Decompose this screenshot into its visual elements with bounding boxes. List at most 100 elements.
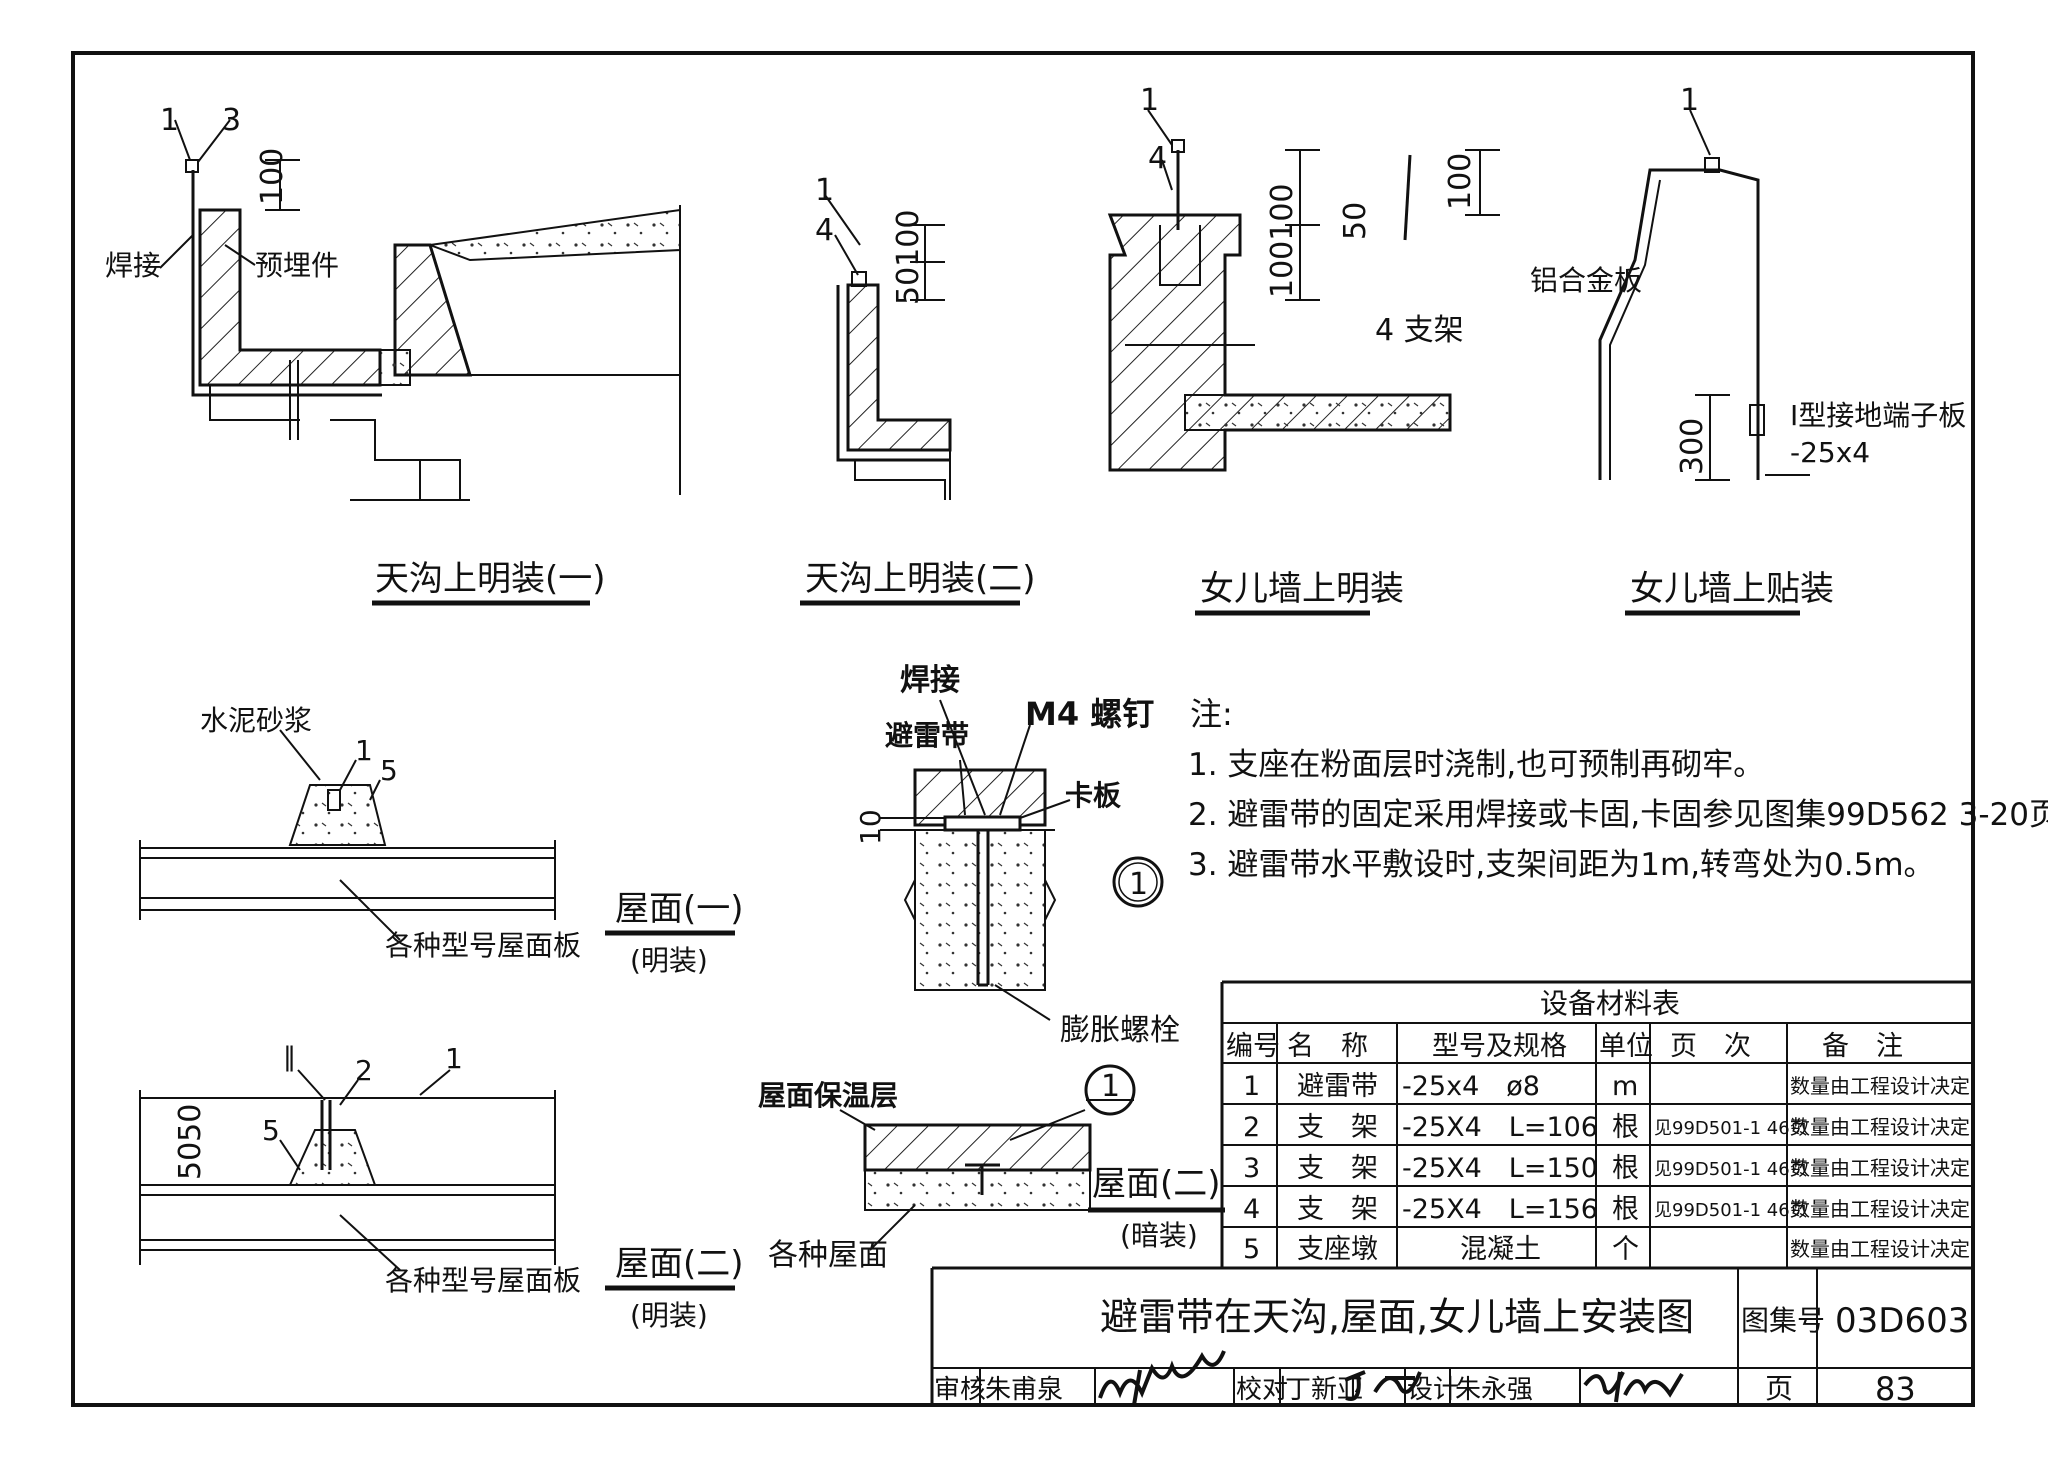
materials-title: 设备材料表 <box>1540 987 1680 1020</box>
table-row-5-name: 支座墩 <box>1297 1234 1378 1265</box>
table-row-4-spec: -25X4 L=156 <box>1402 1194 1598 1225</box>
parapet-open-title: 女儿墙上明装 <box>1200 569 1404 609</box>
gutter1-n3: 3 <box>222 103 241 138</box>
roof2-concealed-roof: 各种屋面 <box>768 1238 888 1273</box>
roof1-slab: 各种型号屋面板 <box>385 929 581 962</box>
roof2-concealed-mark: 1 <box>1101 1069 1120 1104</box>
table-row-2-remark: 数量由工程设计决定 <box>1790 1115 1970 1139</box>
table-row-5-remark: 数量由工程设计决定 <box>1790 1237 1970 1261</box>
detail-roof-1: 水泥砂浆 1 5 各种型号屋面板 屋面(一) (明装) <box>139 704 744 977</box>
designer-signature <box>1583 1371 1684 1403</box>
materials-table: 设备材料表 编号 名 称 型号及规格 单位 页 次 备 注 1 避雷带 -25x… <box>1220 980 1972 1268</box>
header-remark: 备 注 <box>1822 1031 1903 1062</box>
gutter2-dim: 50100 <box>891 210 926 305</box>
detail-gutter-2: 1 4 50100 天沟上明装(二) <box>800 173 1036 606</box>
page-label: 页 <box>1765 1372 1793 1405</box>
detail-parapet-open: 1 4 100100 50 100 4 支架 女儿墙上明装 <box>1107 83 1500 616</box>
parapet-flush-terminal-spec: -25x4 <box>1790 436 1870 469</box>
fixing-strip: 避雷带 <box>885 719 969 752</box>
table-row-3-no: 3 <box>1243 1153 1260 1184</box>
notes-heading: 注: <box>1190 695 1233 733</box>
roof2-open-title: 屋面(二) <box>615 1244 744 1284</box>
table-row-2-name: 支 架 <box>1297 1112 1378 1143</box>
note-2: 2. 避雷带的固定采用焊接或卡固,卡固参见图集99D562 3-20页。 <box>1188 797 2048 833</box>
parapet-open-bracket: 4 支架 <box>1375 313 1464 348</box>
table-row-1-remark: 数量由工程设计决定 <box>1790 1074 1970 1098</box>
roof2-open-subtitle: (明装) <box>630 1299 708 1332</box>
table-row-3-page: 见99D501-1 46页 <box>1654 1159 1808 1180</box>
gutter2-n1: 1 <box>815 173 834 208</box>
parapet-flush-panel: 铝合金板 <box>1530 264 1642 297</box>
parapet-open-n4: 4 <box>1148 141 1167 176</box>
parapet-open-n1: 1 <box>1140 83 1159 118</box>
table-row-4-name: 支 架 <box>1297 1194 1378 1225</box>
roof1-mortar: 水泥砂浆 <box>200 704 312 737</box>
page-no: 83 <box>1875 1370 1916 1408</box>
roof1-title: 屋面(一) <box>615 889 744 929</box>
detail-parapet-flush: 1 铝合金板 300 Ⅰ型接地端子板 -25x4 女儿墙上贴装 <box>1530 83 1966 616</box>
table-row-5-spec: 混凝土 <box>1460 1234 1541 1265</box>
table-row-4-remark: 数量由工程设计决定 <box>1790 1197 1970 1221</box>
detail-roof-2-concealed: 屋面保温层 各种屋面 1 屋面(二) (暗装) <box>758 1064 1225 1273</box>
table-row-5-unit: 个 <box>1612 1234 1639 1265</box>
table-row-2-page: 见99D501-1 46页 <box>1654 1118 1808 1139</box>
table-row-1-spec: -25x4 ø8 <box>1402 1071 1540 1102</box>
table-row-1-name: 避雷带 <box>1297 1071 1378 1102</box>
table-row-5-no: 5 <box>1243 1234 1260 1265</box>
table-row-1-unit: m <box>1612 1071 1638 1102</box>
header-spec: 型号及规格 <box>1432 1031 1567 1062</box>
detail-roof-2-open: ‖ 2 1 5 5050 各种型号屋面板 屋面(二) (明装) <box>139 1042 744 1332</box>
review-label: 审核 <box>934 1375 986 1405</box>
gutter1-weld: 焊接 <box>105 249 161 282</box>
table-row-3-spec: -25X4 L=150 <box>1402 1153 1598 1184</box>
roof2-concealed-title: 屋面(二) <box>1092 1164 1221 1204</box>
header-unit: 单位 <box>1599 1031 1653 1062</box>
gutter2-title: 天沟上明装(二) <box>805 559 1036 599</box>
table-row-1-no: 1 <box>1243 1071 1260 1102</box>
title-block: 避雷带在天沟,屋面,女儿墙上安装图 图集号 03D603 页 83 审核 朱甫泉… <box>930 1266 1972 1408</box>
fixing-weld: 焊接 <box>900 663 960 698</box>
parapet-flush-title: 女儿墙上贴装 <box>1630 569 1834 609</box>
gutter1-n1: 1 <box>160 103 179 138</box>
parapet-flush-dim: 300 <box>1675 418 1710 475</box>
roof2-open-slab: 各种型号屋面板 <box>385 1264 581 1297</box>
roof2-concealed-subtitle: (暗装) <box>1120 1219 1198 1252</box>
parapet-flush-terminal: Ⅰ型接地端子板 <box>1790 399 1966 432</box>
parapet-flush-n1: 1 <box>1680 83 1699 118</box>
drawing-title: 避雷带在天沟,屋面,女儿墙上安装图 <box>1100 1295 1694 1339</box>
table-row-3-name: 支 架 <box>1297 1153 1378 1184</box>
roof2-open-n5: 5 <box>262 1114 280 1147</box>
note-1: 1. 支座在粉面层时浇制,也可预制再砌牢。 <box>1188 747 1764 783</box>
table-row-4-no: 4 <box>1243 1194 1260 1225</box>
roof2-open-n1: 1 <box>445 1042 463 1075</box>
notes: 注: 1. 支座在粉面层时浇制,也可预制再砌牢。 2. 避雷带的固定采用焊接或卡… <box>1188 695 2048 883</box>
parapet-open-dim-b: 50 <box>1338 202 1373 240</box>
fixing-clip: 卡板 <box>1065 779 1121 812</box>
table-row-3-unit: 根 <box>1612 1153 1639 1184</box>
check-label: 校对 <box>1236 1375 1288 1405</box>
reviewer: 朱甫泉 <box>985 1375 1063 1405</box>
fixing-screw: M4 螺钉 <box>1025 695 1154 733</box>
atlas-label: 图集号 <box>1741 1304 1825 1337</box>
roof1-n5: 5 <box>380 754 398 787</box>
table-row-2-no: 2 <box>1243 1112 1260 1143</box>
table-row-2-unit: 根 <box>1612 1112 1639 1143</box>
fixing-bolt: 膨胀螺栓 <box>1060 1013 1180 1048</box>
roof1-n1: 1 <box>355 734 373 767</box>
table-row-3-remark: 数量由工程设计决定 <box>1790 1156 1970 1180</box>
header-page: 页 次 <box>1670 1031 1751 1062</box>
checker-signature <box>1344 1370 1422 1401</box>
detail-gutter-1: 1 3 100 焊接 预埋件 天沟上明装(一) <box>105 103 681 606</box>
table-row-4-page: 见99D501-1 46页 <box>1654 1200 1808 1221</box>
parapet-open-dim-a: 100100 <box>1265 183 1300 298</box>
gutter1-title: 天沟上明装(一) <box>375 559 606 599</box>
table-row-2-spec: -25X4 L=106 <box>1402 1112 1598 1143</box>
roof2-concealed-insulation: 屋面保温层 <box>758 1079 898 1112</box>
atlas-no: 03D603 <box>1835 1301 1969 1341</box>
fixing-mark: 1 <box>1129 867 1148 902</box>
gutter2-n4: 4 <box>815 213 834 248</box>
roof2-open-dim: 5050 <box>173 1104 208 1180</box>
gutter1-embed: 预埋件 <box>255 249 339 282</box>
header-name: 名 称 <box>1287 1031 1368 1062</box>
